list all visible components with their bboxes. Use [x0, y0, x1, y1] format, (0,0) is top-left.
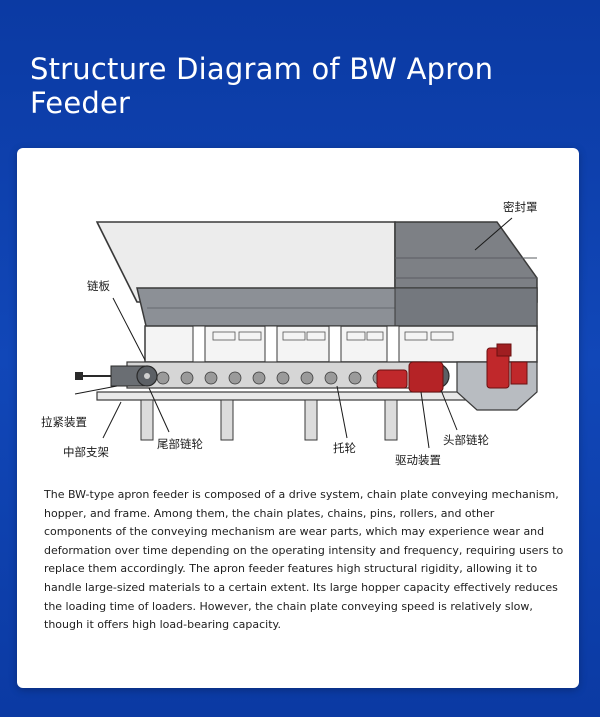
feeder-frame	[96, 325, 538, 441]
leader-lines	[74, 217, 513, 449]
label-idler-roller: 托轮	[333, 441, 356, 455]
content-card: 密封罩 链板 拉紧装置 中部支架 尾部链轮 托轮 头部链轮 驱动装置 The B…	[17, 148, 579, 688]
label-chain-plate: 链板	[87, 279, 110, 293]
label-tail-sprocket: 尾部链轮	[157, 437, 203, 451]
label-middle-frame: 中部支架	[63, 445, 109, 459]
label-drive-device: 驱动装置	[395, 453, 441, 467]
apron-feeder-diagram: 密封罩 链板 拉紧装置 中部支架 尾部链轮 托轮 头部链轮 驱动装置	[41, 200, 538, 467]
tail-sprocket	[136, 365, 158, 387]
hopper	[95, 221, 538, 331]
tension-device	[75, 365, 148, 387]
label-tension-device: 拉紧装置	[41, 415, 87, 429]
label-head-sprocket: 头部链轮	[443, 433, 489, 447]
page-title: Structure Diagram of BW Apron Feeder	[30, 52, 494, 120]
description-text: The BW-type apron feeder is composed of …	[44, 488, 564, 632]
drive-device	[376, 343, 528, 393]
label-seal-cover: 密封罩	[503, 200, 538, 214]
